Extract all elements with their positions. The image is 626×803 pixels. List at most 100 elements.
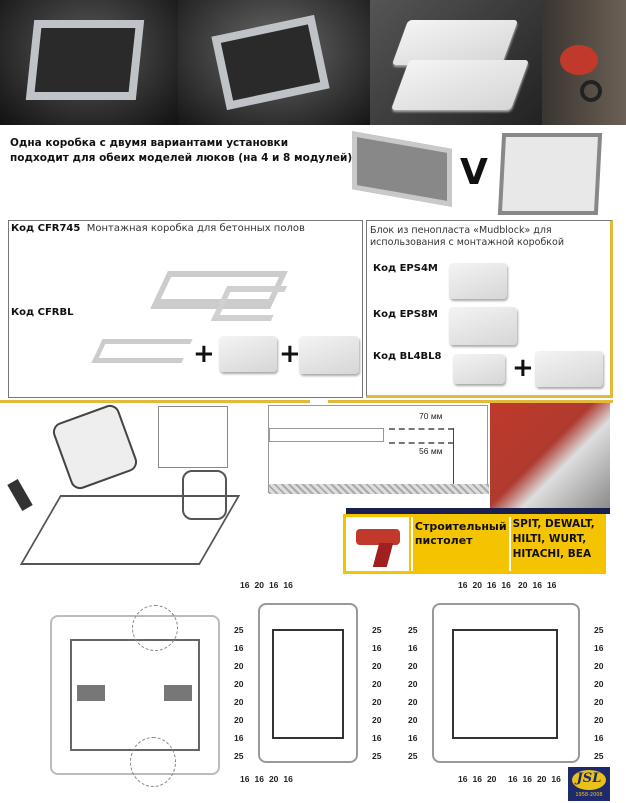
dim: 20 — [372, 679, 382, 689]
dim: 20 — [234, 697, 244, 707]
code-cfr745: Код CFR745 — [11, 223, 81, 234]
dim: 16 — [254, 774, 264, 784]
hammer-sketch — [7, 479, 33, 511]
foam-block-image — [299, 336, 359, 374]
dim: 20 — [486, 774, 497, 784]
arrow-left-icon — [164, 685, 192, 701]
dim: 25 — [372, 625, 382, 635]
dim: 16 — [486, 580, 497, 590]
code-eps4m: Код EPS4M — [373, 263, 438, 274]
dim: 20 — [536, 774, 547, 784]
dim-56mm: 56 мм — [419, 446, 443, 456]
mudblock-title: Блок из пенопласта «Mudblock» для исполь… — [370, 225, 565, 248]
coil-gun-sketch — [182, 470, 227, 520]
product-photo-box-2 — [178, 0, 370, 125]
dim: 16 — [234, 643, 244, 653]
section-diagram: 70 мм 56 мм — [268, 405, 489, 494]
logo-years: 1958-2008 — [575, 792, 603, 798]
dim: 16 — [508, 774, 518, 784]
frame-parts-image — [91, 339, 193, 363]
product-photo-mixer — [542, 0, 626, 125]
dim: 25 — [408, 751, 418, 761]
dim: 16 — [501, 580, 511, 590]
cfr745-title: Код CFR745 Монтажная коробка для бетонны… — [11, 223, 305, 234]
dim: 16 — [532, 580, 542, 590]
right-top-dims-a: 16 20 16 16 — [458, 580, 511, 590]
mid-right-dims: 25 16 20 20 20 20 16 25 — [372, 625, 381, 761]
dim-70mm: 70 мм — [419, 411, 443, 421]
foam-bl4-image — [453, 354, 505, 384]
caption-line-1: Одна коробка с двумя вариантами установк… — [10, 137, 289, 149]
dim: 20 — [254, 580, 264, 590]
plus-icon: + — [279, 339, 301, 369]
dim: 20 — [372, 715, 382, 725]
dim: 20 — [518, 580, 528, 590]
dim: 20 — [372, 661, 382, 671]
dim: 16 — [234, 733, 244, 743]
frame-assembly-diagram — [50, 605, 220, 787]
gas-nailer-image — [346, 517, 409, 571]
dim: 20 — [234, 661, 244, 671]
caption-line-2: подходит для обеих моделей люков (на 4 и… — [10, 152, 353, 164]
dim: 20 — [408, 715, 418, 725]
dim: 20 — [234, 715, 244, 725]
frame-4-module-diagram — [258, 603, 358, 763]
foam-eps4m-image — [449, 263, 507, 299]
dim: 16 — [240, 774, 250, 784]
dim: 20 — [372, 697, 382, 707]
dim: 20 — [472, 580, 482, 590]
mid-bottom-dims: 16 16 20 16 — [240, 774, 293, 784]
dim: 16 — [240, 580, 250, 590]
dim: 20 — [408, 679, 418, 689]
hatch-4-module-image — [352, 131, 452, 207]
plus-icon: + — [512, 353, 534, 383]
divider — [328, 400, 613, 403]
dim: 25 — [594, 751, 604, 761]
dim: 16 — [283, 580, 293, 590]
dim: 20 — [594, 661, 604, 671]
nails-sketch — [158, 406, 228, 468]
tool-brands: SPIT, DEWALT, HILTI, WURT, HITACHI, BEA — [512, 518, 595, 560]
dim: 25 — [372, 751, 382, 761]
dim: 20 — [594, 679, 604, 689]
dim: 16 — [408, 643, 418, 653]
dim: 25 — [594, 625, 604, 635]
plus-icon: + — [193, 339, 215, 369]
dim: 16 — [522, 774, 532, 784]
dim: 16 — [458, 774, 468, 784]
dim: 16 — [372, 733, 382, 743]
frame-8-module-diagram — [432, 603, 580, 763]
mid-top-dims: 16 20 16 16 — [240, 580, 293, 590]
dim: 16 — [458, 580, 468, 590]
code-bl4bl8: Код BL4BL8 — [373, 351, 442, 362]
code-eps8m: Код EPS8M — [373, 309, 438, 320]
navy-bar — [346, 508, 610, 514]
dim: 16 — [268, 580, 279, 590]
tool-label: Строительный пистолет — [414, 520, 507, 547]
mudblock-box: Блок из пенопласта «Mudblock» для исполь… — [366, 220, 613, 398]
code-cfrbl: Код CFRBL — [11, 307, 74, 318]
dim: 20 — [234, 679, 244, 689]
dim: 20 — [268, 774, 279, 784]
arrow-right-icon — [77, 685, 105, 701]
divider — [0, 400, 310, 403]
caption: Одна коробка с двумя вариантами установк… — [10, 136, 352, 166]
dim: 16 — [594, 733, 604, 743]
dim: 20 — [594, 715, 604, 725]
dim: 16 — [546, 580, 557, 590]
dim: 16 — [372, 643, 382, 653]
foam-eps8m-image — [449, 307, 517, 345]
product-photo-foam — [370, 0, 542, 125]
dim: 16 — [283, 774, 293, 784]
hatch-8-module-image — [497, 133, 603, 215]
logo-text: JSL — [576, 771, 602, 786]
dim: 20 — [408, 697, 418, 707]
tool-box: Строительный пистолет SPIT, DEWALT, HILT… — [343, 514, 606, 574]
dim: 25 — [234, 751, 244, 761]
cfr745-desc: Монтажная коробка для бетонных полов — [86, 223, 305, 234]
